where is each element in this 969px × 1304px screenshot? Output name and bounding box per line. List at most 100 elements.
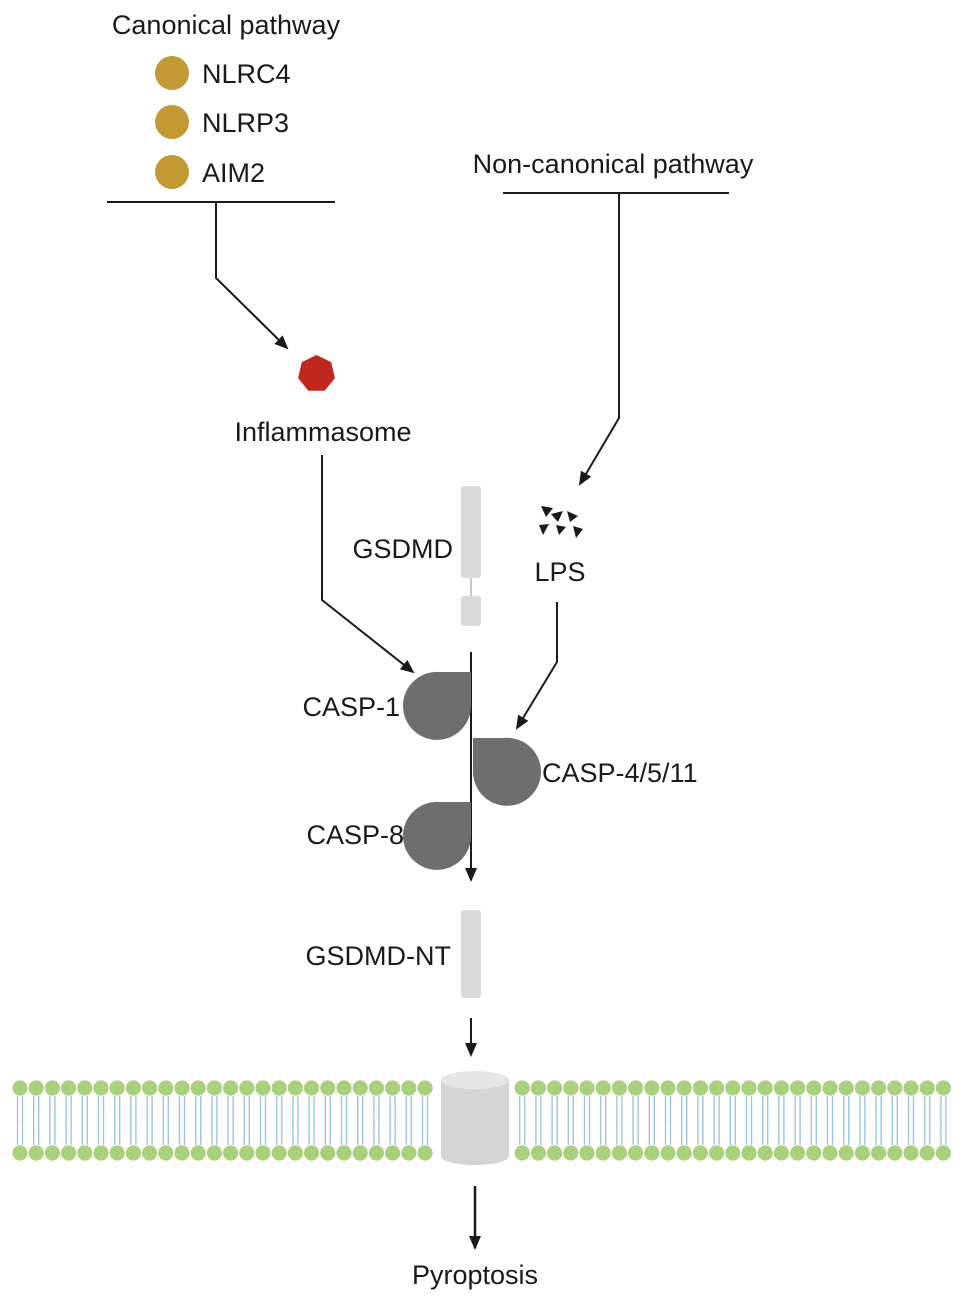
lipid-head — [158, 1080, 174, 1096]
lipid-head — [773, 1145, 790, 1161]
sensor-item-nlrc4: NLRC4 — [155, 56, 291, 90]
lipid-head — [125, 1145, 141, 1161]
inflammasome-label: Inflammasome — [234, 417, 411, 447]
lipid-head — [28, 1145, 44, 1161]
lipid-head — [790, 1080, 806, 1096]
gsdmd-pore-icon — [441, 1071, 509, 1165]
sensor-item-aim2: AIM2 — [155, 155, 265, 189]
lipid-head — [547, 1080, 563, 1096]
lipid-head — [93, 1145, 109, 1161]
lipid-head — [239, 1145, 255, 1161]
lipid-head — [887, 1145, 903, 1161]
sensor-item-nlrp3: NLRP3 — [155, 105, 289, 139]
lipid-head — [271, 1145, 287, 1161]
lps-to-casp4-arrow — [515, 602, 558, 730]
lipid-head — [174, 1145, 190, 1161]
lipid-head — [919, 1080, 935, 1096]
pyroptosis-label: Pyroptosis — [412, 1260, 538, 1290]
lipid-head — [417, 1145, 433, 1161]
lipid-head — [304, 1080, 320, 1096]
lps-icon — [539, 506, 583, 538]
lipid-head — [547, 1145, 563, 1161]
lipid-head — [142, 1080, 158, 1096]
lipid-head — [822, 1080, 838, 1096]
lipid-head — [579, 1145, 595, 1161]
lipid-head — [660, 1145, 676, 1161]
lipid-head — [709, 1080, 725, 1096]
lipid-head — [773, 1080, 790, 1096]
lipid-head — [530, 1080, 547, 1096]
lipid-head — [287, 1080, 303, 1096]
lipid-head — [239, 1080, 255, 1096]
lipid-head — [206, 1080, 222, 1096]
casp1-label: CASP-1 — [302, 692, 400, 722]
lipid-head — [401, 1145, 417, 1161]
lipid-head — [190, 1145, 206, 1161]
lipid-head — [611, 1145, 628, 1161]
lipid-head — [725, 1145, 741, 1161]
lipid-head — [595, 1080, 611, 1096]
inflammasome-to-casp1-arrow — [321, 455, 415, 674]
lipid-head — [660, 1080, 676, 1096]
lipid-head — [692, 1145, 709, 1161]
lipid-head — [174, 1080, 190, 1096]
lipid-head — [223, 1080, 239, 1096]
casp8-label: CASP-8 — [306, 820, 404, 850]
lipid-head — [109, 1145, 125, 1161]
lipid-head — [822, 1145, 838, 1161]
lipid-head — [611, 1080, 628, 1096]
lipid-head — [709, 1145, 725, 1161]
lipid-head — [563, 1145, 579, 1161]
lipid-head — [304, 1145, 320, 1161]
lipid-head — [255, 1145, 271, 1161]
lipid-head — [563, 1080, 579, 1096]
sensor-dot-icon — [155, 56, 189, 90]
lipid-head — [871, 1145, 887, 1161]
lipid-head — [142, 1145, 158, 1161]
lipid-head — [336, 1145, 352, 1161]
cell-membrane — [12, 1080, 952, 1161]
lipid-head — [109, 1080, 125, 1096]
gsdmd-ct-domain — [461, 596, 481, 626]
casp4-5-11-icon — [473, 737, 541, 806]
casp1-icon — [403, 671, 471, 740]
lipid-head — [320, 1080, 336, 1096]
lipid-head — [903, 1080, 919, 1096]
lipid-head — [125, 1080, 141, 1096]
lipid-head — [676, 1145, 692, 1161]
lipid-head — [77, 1145, 93, 1161]
lipid-head — [401, 1080, 417, 1096]
gsdmd-nt-label: GSDMD-NT — [306, 941, 451, 971]
lipid-head — [158, 1145, 174, 1161]
lipid-head — [93, 1080, 109, 1096]
sensor-label: AIM2 — [202, 158, 265, 188]
lipid-head — [644, 1080, 660, 1096]
lipid-head — [287, 1145, 303, 1161]
lipid-head — [368, 1080, 384, 1096]
lipid-head — [579, 1080, 595, 1096]
sensor-dot-icon — [155, 155, 189, 189]
lipid-head — [806, 1145, 822, 1161]
lipid-head — [514, 1145, 530, 1161]
lipid-head — [336, 1080, 352, 1096]
lipid-head — [352, 1080, 368, 1096]
lipid-head — [514, 1080, 530, 1096]
lipid-head — [757, 1145, 773, 1161]
lipid-head — [530, 1145, 547, 1161]
lipid-head — [790, 1145, 806, 1161]
noncanonical-to-lps-arrow — [578, 193, 620, 486]
lipid-head — [44, 1080, 61, 1096]
sensor-dot-icon — [155, 105, 189, 139]
lipid-head — [44, 1145, 61, 1161]
lipid-head — [385, 1145, 401, 1161]
lipid-head — [919, 1145, 935, 1161]
casp4-5-11-label: CASP-4/5/11 — [542, 758, 698, 788]
lipid-head — [806, 1080, 822, 1096]
pore-bottom — [441, 1147, 509, 1165]
lipid-head — [887, 1080, 903, 1096]
noncanonical-pathway-title: Non-canonical pathway — [473, 149, 754, 179]
lipid-head — [854, 1080, 871, 1096]
lipid-head — [725, 1080, 741, 1096]
casp8-icon — [403, 801, 471, 870]
